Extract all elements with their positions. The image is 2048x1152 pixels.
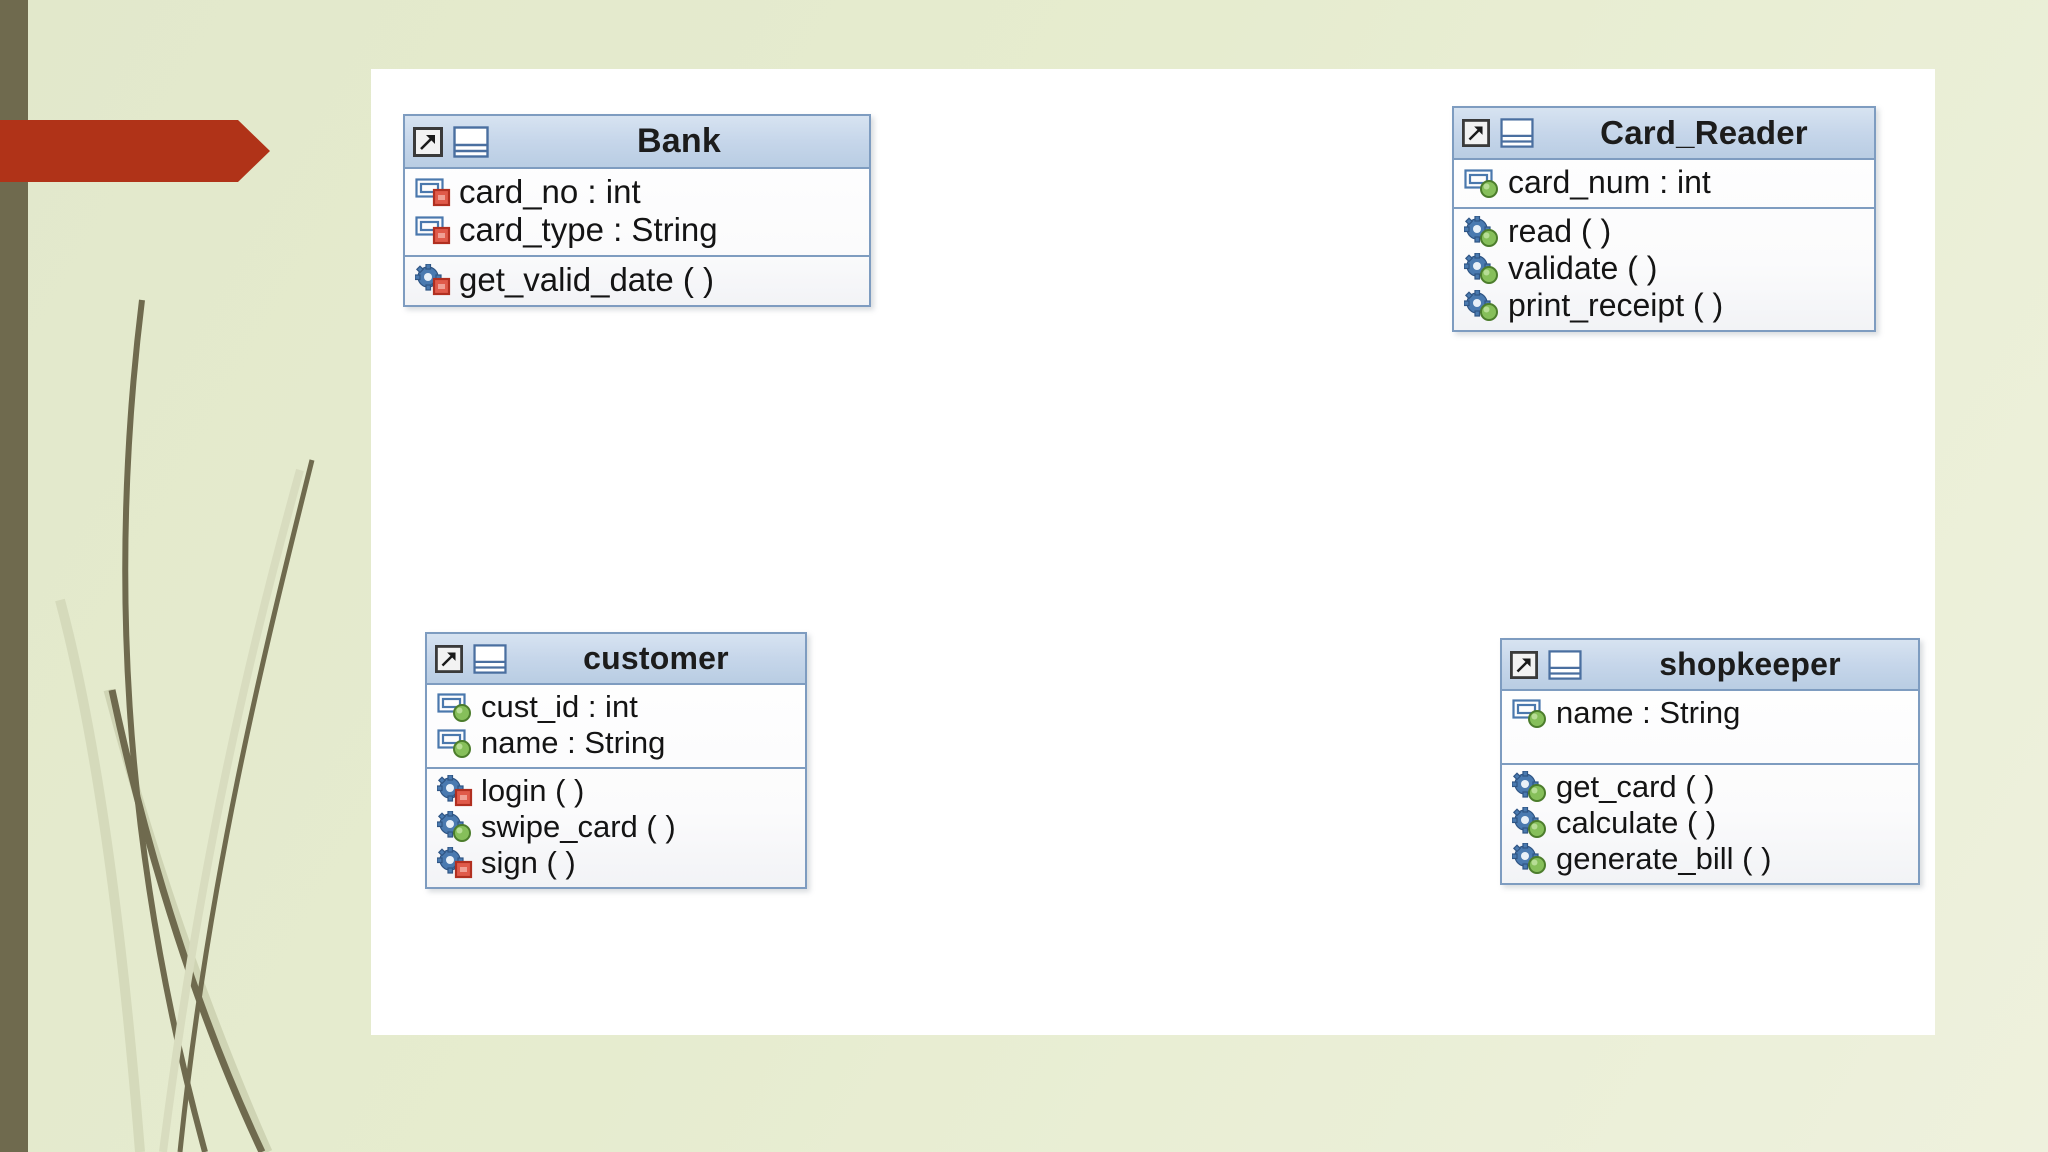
class-icon bbox=[1548, 649, 1582, 680]
method-gear-icon bbox=[414, 263, 451, 296]
attribute-row[interactable]: card_type : String bbox=[415, 211, 861, 249]
class-title: Card_Reader bbox=[1600, 114, 1808, 151]
method-gear-icon bbox=[436, 810, 473, 843]
method-label: login ( ) bbox=[481, 773, 585, 808]
shortcut-arrow-icon bbox=[413, 126, 443, 157]
attribute-label: cust_id : int bbox=[481, 689, 638, 724]
attribute-row[interactable]: card_no : int bbox=[415, 173, 861, 211]
attribute-row[interactable]: cust_id : int bbox=[437, 689, 797, 725]
methods-compartment: get_valid_date ( ) bbox=[405, 255, 869, 305]
method-gear-icon bbox=[1463, 214, 1500, 248]
method-row[interactable]: get_card ( ) bbox=[1511, 769, 1910, 805]
class-header: shopkeeper bbox=[1502, 640, 1918, 691]
uml-class-card-reader[interactable]: Card_Reader card_num : int bbox=[1452, 106, 1876, 332]
method-row[interactable]: generate_bill ( ) bbox=[1511, 841, 1910, 877]
shortcut-arrow-icon bbox=[1510, 650, 1538, 679]
attribute-label: name : String bbox=[1556, 695, 1741, 730]
method-label: generate_bill ( ) bbox=[1556, 841, 1772, 876]
class-header: Card_Reader bbox=[1454, 108, 1874, 160]
class-title: customer bbox=[583, 640, 729, 676]
attributes-compartment: cust_id : int name : String bbox=[427, 685, 805, 767]
red-arrow-banner bbox=[0, 120, 270, 182]
attributes-compartment: card_num : int bbox=[1454, 160, 1874, 207]
class-icon bbox=[1500, 118, 1534, 148]
attribute-label: card_num : int bbox=[1508, 164, 1711, 200]
method-gear-icon bbox=[436, 774, 473, 807]
attribute-icon bbox=[437, 692, 473, 722]
attribute-row[interactable]: name : String bbox=[1512, 695, 1910, 731]
compartment-spacer bbox=[1512, 731, 1910, 757]
attribute-label: name : String bbox=[481, 725, 666, 760]
method-label: get_valid_date ( ) bbox=[459, 261, 714, 298]
method-row[interactable]: login ( ) bbox=[436, 773, 797, 809]
method-label: validate ( ) bbox=[1508, 250, 1658, 286]
attribute-label: card_type : String bbox=[459, 211, 718, 248]
uml-class-bank[interactable]: Bank card_no : int bbox=[403, 114, 871, 307]
class-icon bbox=[453, 125, 489, 158]
method-row[interactable]: sign ( ) bbox=[436, 845, 797, 881]
attribute-label: card_no : int bbox=[459, 173, 641, 210]
method-row[interactable]: get_valid_date ( ) bbox=[414, 261, 861, 299]
method-gear-icon bbox=[1511, 806, 1548, 839]
left-accent-bar bbox=[0, 0, 28, 1152]
attribute-row[interactable]: card_num : int bbox=[1464, 164, 1866, 201]
attribute-icon bbox=[1512, 698, 1548, 728]
shortcut-arrow-icon bbox=[435, 644, 463, 673]
method-label: print_receipt ( ) bbox=[1508, 287, 1724, 323]
attribute-icon bbox=[415, 215, 451, 245]
attribute-icon bbox=[415, 177, 451, 207]
attribute-icon bbox=[1464, 168, 1500, 198]
class-header: Bank bbox=[405, 116, 869, 169]
method-gear-icon bbox=[1511, 770, 1548, 803]
class-title: shopkeeper bbox=[1659, 646, 1841, 682]
class-icon bbox=[473, 643, 507, 674]
method-row[interactable]: read ( ) bbox=[1463, 213, 1866, 250]
method-gear-icon bbox=[1463, 251, 1500, 285]
method-row[interactable]: validate ( ) bbox=[1463, 250, 1866, 287]
attributes-compartment: name : String bbox=[1502, 691, 1918, 763]
attribute-row[interactable]: name : String bbox=[437, 725, 797, 761]
method-label: calculate ( ) bbox=[1556, 805, 1717, 840]
methods-compartment: read ( ) bbox=[1454, 207, 1874, 330]
methods-compartment: get_card ( ) bbox=[1502, 763, 1918, 883]
attributes-compartment: card_no : int card_type : String bbox=[405, 169, 869, 255]
class-header: customer bbox=[427, 634, 805, 685]
method-label: read ( ) bbox=[1508, 213, 1612, 249]
methods-compartment: login ( ) bbox=[427, 767, 805, 887]
method-label: sign ( ) bbox=[481, 845, 576, 880]
shortcut-arrow-icon bbox=[1462, 119, 1490, 147]
method-gear-icon bbox=[436, 846, 473, 879]
method-row[interactable]: swipe_card ( ) bbox=[436, 809, 797, 845]
uml-class-shopkeeper[interactable]: shopkeeper name : String bbox=[1500, 638, 1920, 885]
attribute-icon bbox=[437, 728, 473, 758]
method-row[interactable]: calculate ( ) bbox=[1511, 805, 1910, 841]
method-label: get_card ( ) bbox=[1556, 769, 1715, 804]
class-title: Bank bbox=[637, 122, 721, 160]
uml-class-customer[interactable]: customer cust_id : int bbox=[425, 632, 807, 889]
method-label: swipe_card ( ) bbox=[481, 809, 676, 844]
method-gear-icon bbox=[1463, 288, 1500, 322]
method-row[interactable]: print_receipt ( ) bbox=[1463, 287, 1866, 324]
method-gear-icon bbox=[1511, 842, 1548, 875]
